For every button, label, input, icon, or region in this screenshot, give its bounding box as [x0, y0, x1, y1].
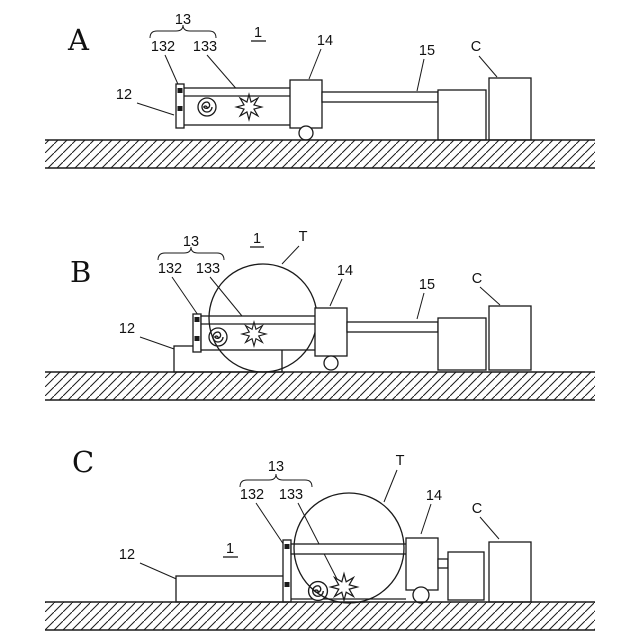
winding-core	[197, 97, 217, 117]
brace-13	[149, 24, 217, 39]
label-133: 133	[196, 261, 220, 277]
label-13: 13	[268, 459, 284, 475]
label-12: 12	[119, 321, 135, 337]
leader-t	[383, 469, 398, 503]
mount-bolt	[284, 582, 290, 587]
panel-c-letter: C	[72, 445, 94, 479]
push-rod-link	[437, 558, 449, 569]
leader-15	[416, 58, 425, 92]
label-1: 1	[254, 25, 262, 41]
label-c: C	[471, 39, 481, 55]
crush-burst	[330, 573, 358, 601]
panel-a: A 13 132 133 1 14 15 C 12	[45, 12, 595, 169]
label-c: C	[472, 501, 482, 517]
carriage-wheel	[323, 355, 339, 371]
label-132: 132	[158, 261, 182, 277]
label-133: 133	[279, 487, 303, 503]
drive-box	[437, 89, 487, 141]
leader-14	[308, 48, 322, 80]
label-t: T	[396, 453, 405, 469]
label-12: 12	[119, 547, 135, 563]
leader-15	[416, 292, 425, 320]
leader-133	[297, 502, 338, 580]
leader-132	[171, 276, 199, 316]
push-rod-15	[321, 91, 439, 103]
leader-14	[329, 278, 343, 307]
push-rod-15	[346, 321, 439, 333]
leader-12	[139, 562, 182, 582]
leader-c	[479, 286, 501, 306]
label-12: 12	[116, 87, 132, 103]
control-box-c	[488, 77, 532, 141]
label-13: 13	[183, 234, 199, 250]
control-box-c	[488, 305, 532, 371]
winding-core	[208, 327, 228, 347]
brace-13	[239, 473, 313, 488]
carriage-block-14	[314, 307, 348, 357]
label-1: 1	[253, 231, 261, 247]
label-14: 14	[337, 263, 353, 279]
end-bracket	[282, 539, 292, 603]
ground-hatch	[45, 372, 595, 400]
label-132: 132	[151, 39, 175, 55]
leader-c	[479, 516, 500, 540]
label-13: 13	[175, 12, 191, 28]
crush-burst	[235, 93, 263, 121]
carriage-block-14	[405, 537, 439, 591]
carriage-block-14	[289, 79, 323, 129]
leader-12	[139, 336, 178, 351]
ground-hatch	[45, 602, 595, 630]
label-14: 14	[426, 488, 442, 504]
ground-hatch	[45, 140, 595, 168]
mount-bolt	[194, 317, 200, 322]
carriage-wheel	[298, 125, 314, 141]
label-1: 1	[226, 541, 234, 557]
crush-burst	[241, 321, 267, 347]
label-15: 15	[419, 277, 435, 293]
panel-c: C 13 132 133 1 T 14 C 12	[45, 445, 595, 631]
leader-t	[281, 245, 300, 265]
leader-14	[420, 503, 432, 535]
panel-b: B 13 132 133 1 T 14 15 C 12	[45, 229, 595, 401]
mount-bolt	[194, 336, 200, 341]
label-133: 133	[193, 39, 217, 55]
label-15: 15	[419, 43, 435, 59]
label-132: 132	[240, 487, 264, 503]
control-box-c	[488, 541, 532, 603]
panel-a-letter: A	[67, 23, 90, 57]
leader-12	[136, 102, 175, 116]
leader-c	[478, 55, 498, 78]
drive-box	[447, 551, 485, 601]
carriage-wheel	[412, 586, 430, 604]
panel-b-letter: B	[70, 255, 91, 289]
mount-bolt	[177, 106, 183, 111]
frame-rail	[290, 543, 413, 555]
mount-bolt	[177, 88, 183, 93]
drive-box	[437, 317, 487, 371]
brace-13	[157, 246, 225, 261]
mount-bolt	[284, 544, 290, 549]
label-t: T	[299, 229, 308, 245]
label-14: 14	[317, 33, 333, 49]
platform-12	[175, 575, 287, 603]
label-c: C	[472, 271, 482, 287]
